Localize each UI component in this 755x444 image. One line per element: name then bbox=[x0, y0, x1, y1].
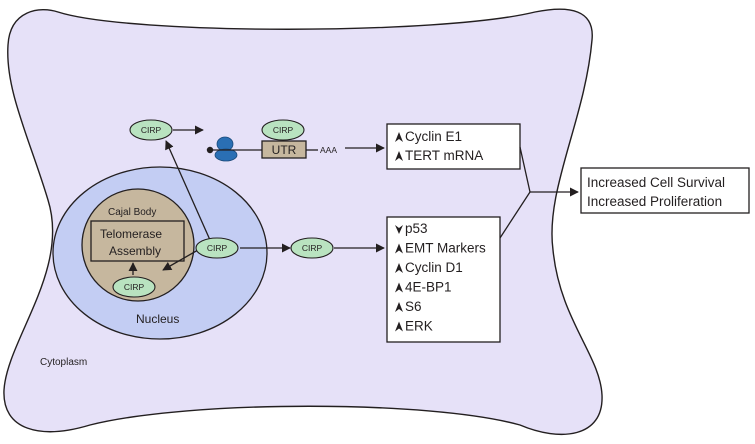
nucleus-label: Nucleus bbox=[136, 312, 179, 326]
target-item-label: EMT Markers bbox=[405, 241, 486, 256]
ribosome-icon bbox=[214, 136, 238, 162]
telomerase-label-line1: Telomerase bbox=[100, 227, 162, 241]
cirp-label: CIRP bbox=[124, 282, 145, 292]
target-item-label: S6 bbox=[405, 299, 422, 314]
utr-label: UTR bbox=[272, 143, 297, 157]
target-list-1: Cyclin E1 TERT mRNA bbox=[395, 129, 483, 163]
telomerase-assembly-box bbox=[90, 220, 185, 262]
cirp-nucleus: CIRP bbox=[195, 237, 239, 259]
mrna-cap-icon bbox=[206, 146, 262, 154]
cirp-label: CIRP bbox=[273, 125, 294, 135]
poly-a-label: AAA bbox=[320, 145, 337, 155]
connector-box2 bbox=[499, 191, 531, 239]
up-arrow-icon bbox=[395, 321, 403, 332]
cirp-label: CIRP bbox=[302, 243, 323, 253]
arrow-cirp-export bbox=[165, 140, 211, 241]
target-box-1 bbox=[386, 123, 521, 170]
cirp-label: CIRP bbox=[141, 125, 162, 135]
up-arrow-icon bbox=[395, 263, 403, 273]
cajal-body-label: Cajal Body bbox=[108, 207, 156, 218]
cirp-top-left: CIRP bbox=[129, 119, 173, 141]
arrow-cirp-to-cajal bbox=[162, 249, 199, 271]
cirp-label: CIRP bbox=[207, 243, 228, 253]
outcome-box bbox=[580, 167, 750, 214]
up-arrow-icon bbox=[395, 132, 403, 142]
cirp-on-utr: CIRP bbox=[261, 119, 305, 141]
target-item-label: 4E-BP1 bbox=[405, 280, 452, 295]
target-box-2 bbox=[386, 216, 501, 343]
up-arrow-icon bbox=[395, 282, 403, 293]
outcome-line1: Increased Cell Survival bbox=[587, 175, 725, 190]
up-arrow-icon bbox=[395, 302, 403, 312]
up-arrow-icon bbox=[395, 243, 403, 254]
outcome-line2: Increased Proliferation bbox=[587, 194, 722, 209]
target-item-label: TERT mRNA bbox=[405, 148, 483, 163]
down-arrow-icon bbox=[395, 225, 403, 234]
cirp-cytoplasm-right: CIRP bbox=[290, 237, 334, 259]
target-item-label: ERK bbox=[405, 319, 433, 334]
target-item-label: p53 bbox=[405, 221, 428, 236]
cytoplasm-label: Cytoplasm bbox=[40, 357, 87, 368]
target-item-label: Cyclin E1 bbox=[405, 129, 462, 144]
cirp-cajal: CIRP bbox=[112, 276, 156, 298]
telomerase-label-line2: Assembly bbox=[109, 244, 161, 258]
up-arrow-icon bbox=[395, 151, 403, 161]
target-item-label: Cyclin D1 bbox=[405, 260, 463, 275]
connector-box1 bbox=[519, 146, 531, 193]
